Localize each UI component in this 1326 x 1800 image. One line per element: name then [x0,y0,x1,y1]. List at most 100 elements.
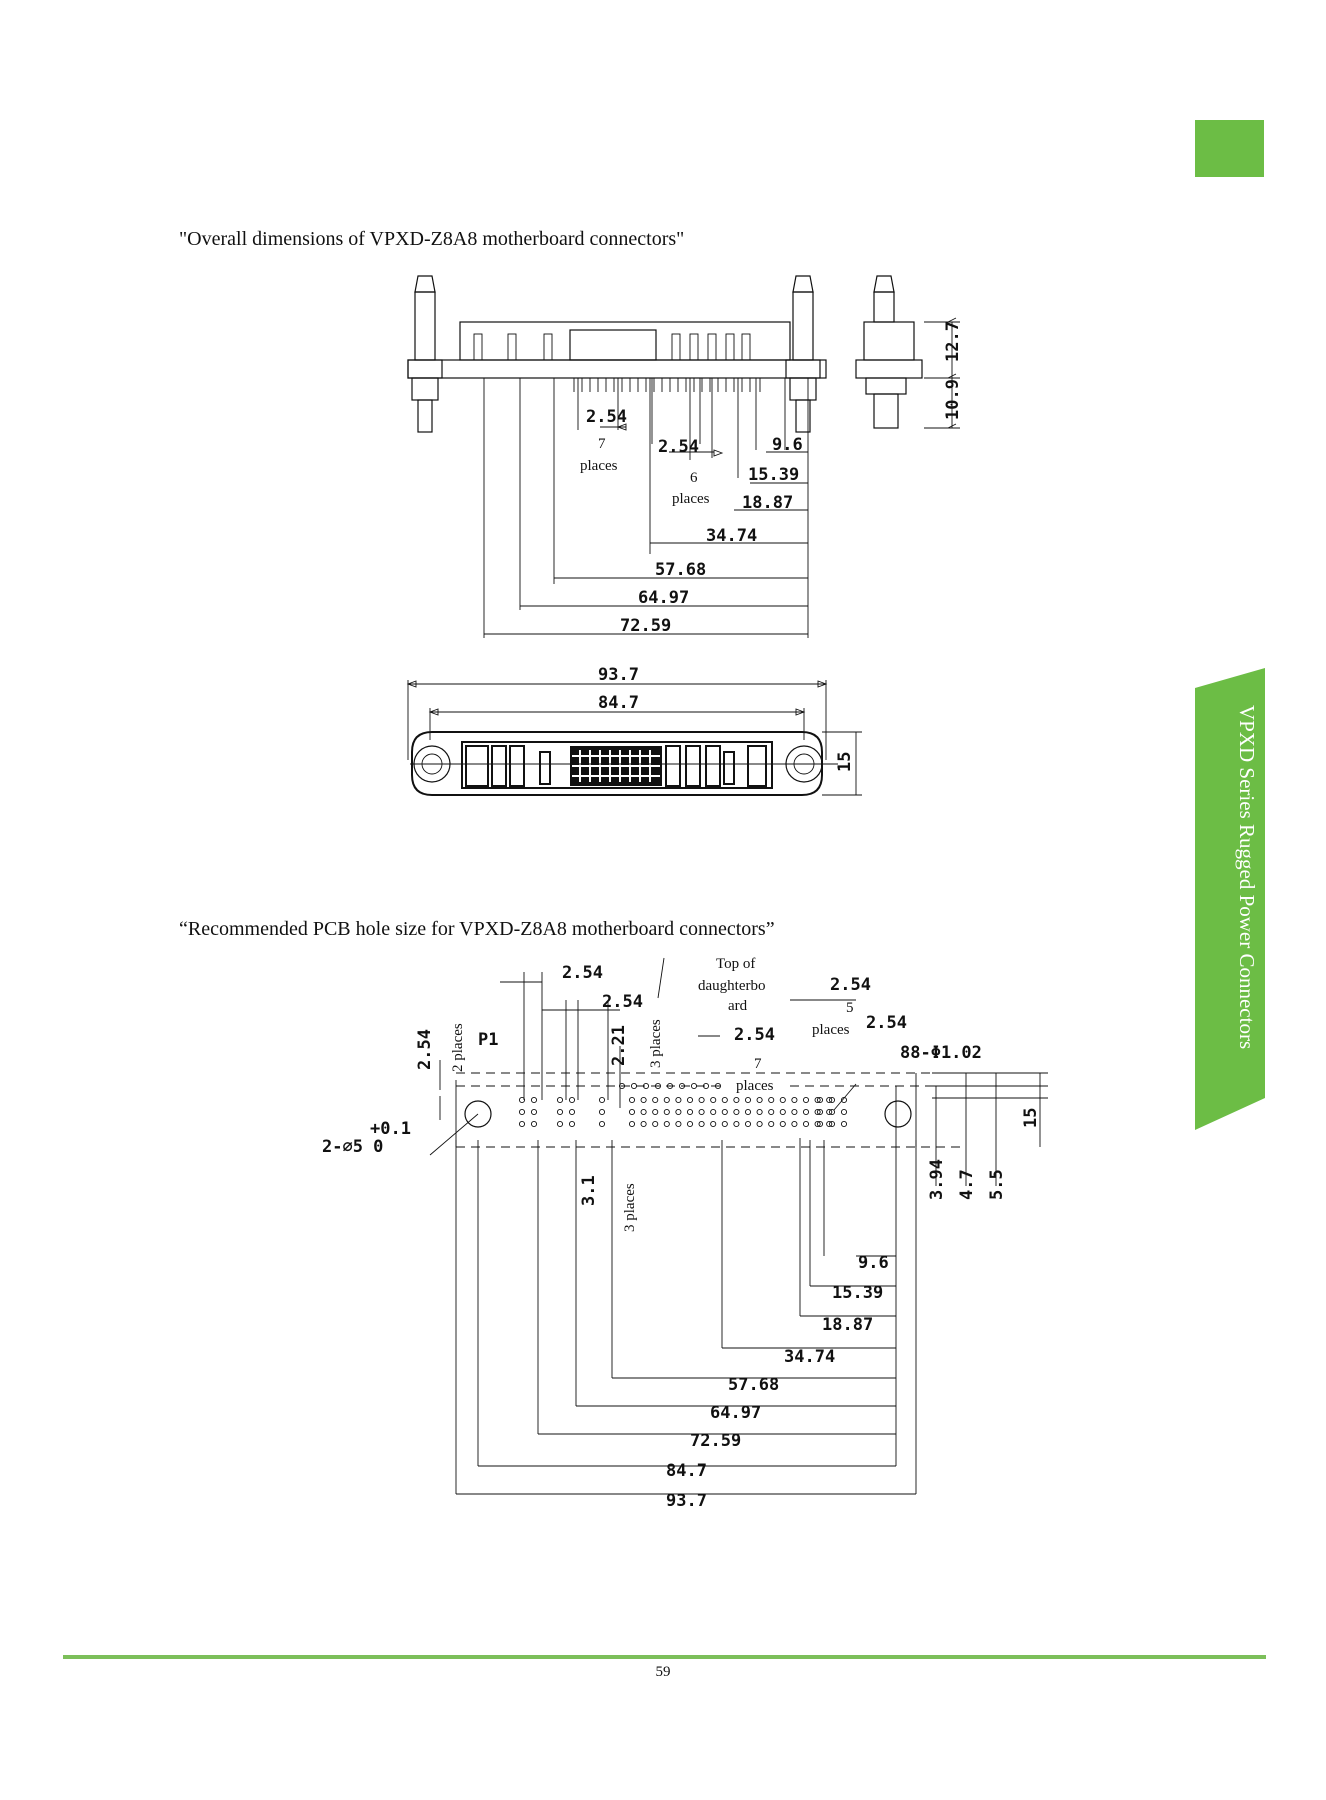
pcb-hole [826,1108,833,1116]
dim-12.7: 12.7 [943,321,963,362]
dim-57.68: 57.68 [655,560,706,580]
pcb-hole [556,1108,564,1116]
pcb-dim-34.74: 34.74 [784,1347,835,1367]
pcb-hole [666,1082,674,1090]
pcb-hole [826,1096,833,1104]
pcb-dim-2.21: 2.21 [609,1025,629,1066]
pcb-hole [840,1096,848,1104]
pcb-hole [652,1120,659,1128]
pcb-note-top-3: ard [728,998,748,1014]
pcb-dim-hole-count: 88-Φ1.02 [900,1043,982,1063]
pcb-dim-2.54-e: 2.54 [866,1013,907,1033]
pcb-hole-grid [518,1082,848,1128]
pcb-hole [698,1108,705,1116]
dim-84.7-top: 84.7 [598,693,639,713]
dim-10.9: 10.9 [943,379,963,420]
dim-64.97: 64.97 [638,588,689,608]
pcb-hole [802,1120,810,1128]
pcb-hole [744,1120,752,1128]
pcb-hole [654,1082,662,1090]
pcb-note-7: 7 [754,1056,762,1072]
dim-2.54-b: 2.54 [658,437,699,457]
dim-2.54-a: 2.54 [586,407,627,427]
pcb-hole [652,1108,659,1116]
pcb-dim-tolerance: +0.1 [370,1119,411,1139]
pcb-hole [698,1120,705,1128]
pcb-hole [840,1108,848,1116]
pcb-hole [768,1108,775,1116]
pcb-outline [455,1072,960,1148]
pcb-hole [710,1120,717,1128]
pcb-hole [714,1082,722,1090]
pcb-note-3-places-top: 3 places [648,1019,664,1068]
note-places-b: places [672,491,710,507]
pcb-hole [556,1096,564,1104]
pcb-hole [598,1120,606,1128]
dim-15.39: 15.39 [748,465,799,485]
pcb-hole [814,1096,821,1104]
pcb-hole [733,1108,740,1116]
pcb-dim-15.39: 15.39 [832,1283,883,1303]
pcb-hole [598,1096,606,1104]
pcb-dim-2.54-vertical: 2.54 [415,1029,435,1070]
pcb-hole [702,1082,710,1090]
pcb-dim-9.6: 9.6 [858,1253,889,1273]
pcb-hole [675,1096,682,1104]
pcb-dim-mount-hole: 2-⌀5 0 [322,1137,383,1157]
pcb-hole [744,1108,752,1116]
pcb-hole [568,1120,576,1128]
pcb-hole [744,1096,752,1104]
pcb-hole [768,1096,775,1104]
caption-overall-dimensions: "Overall dimensions of VPXD-Z8A8 motherb… [179,228,685,250]
pcb-dim-18.87: 18.87 [822,1315,873,1335]
pcb-dim-93.7: 93.7 [666,1491,707,1511]
caption-pcb-hole-size: “Recommended PCB hole size for VPXD-Z8A8… [179,918,775,940]
pcb-hole [710,1108,717,1116]
side-tab-shape [1195,668,1265,1130]
pcb-hole [530,1108,538,1116]
pcb-hole [756,1096,763,1104]
pcb-hole [828,1120,836,1128]
pcb-hole [779,1108,786,1116]
pcb-dim-3.1: 3.1 [579,1175,599,1206]
pcb-dim-15: 15 [1021,1108,1041,1128]
pcb-hole [802,1108,810,1116]
pcb-hole [618,1082,626,1090]
dim-72.59: 72.59 [620,616,671,636]
dim-15-top: 15 [835,752,855,772]
pcb-dim-57.68: 57.68 [728,1375,779,1395]
footer-rule [63,1655,1266,1659]
pcb-hole [779,1120,786,1128]
pcb-hole [530,1096,538,1104]
pcb-note-2-places: 2 places [450,1023,466,1072]
pcb-note-5-places: places [812,1022,850,1038]
pcb-hole [568,1108,576,1116]
pcb-hole [686,1096,694,1104]
pcb-hole [556,1120,564,1128]
connector-top-outline [410,731,862,796]
pcb-hole [642,1082,650,1090]
pcb-hole [598,1108,606,1116]
pcb-hole [733,1120,740,1128]
note-places-a: places [580,458,618,474]
pcb-hole [698,1096,705,1104]
pcb-hole [828,1108,836,1116]
pcb-note-5: 5 [846,1000,854,1016]
pcb-hole [630,1082,638,1090]
pcb-hole [779,1096,786,1104]
pcb-hole [802,1096,810,1104]
pcb-hole [568,1096,576,1104]
pcb-hole [652,1096,659,1104]
pcb-hole [710,1096,717,1104]
side-tab-label: VPXD Series Rugged Power Connectors [1235,705,1259,1050]
dim-18.87: 18.87 [742,493,793,513]
pcb-hole [816,1096,824,1104]
pcb-hole [791,1108,798,1116]
section-side-tab [1193,668,1267,1130]
pcb-hole [663,1108,670,1116]
pcb-dim-2.54-c: 2.54 [830,975,871,995]
pcb-hole [690,1082,698,1090]
pcb-dim-2.54-d: 2.54 [734,1025,775,1045]
pcb-dim-84.7: 84.7 [666,1461,707,1481]
